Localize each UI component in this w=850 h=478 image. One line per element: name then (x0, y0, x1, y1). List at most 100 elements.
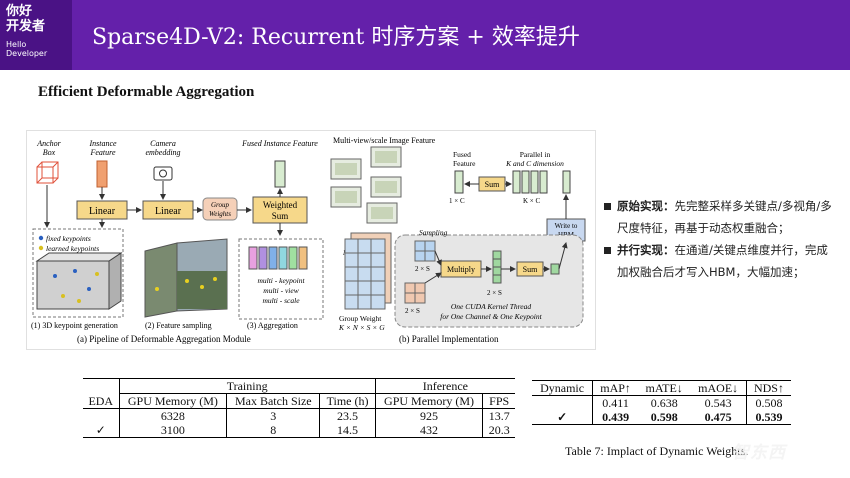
bullet-key: 并行实现： (617, 243, 675, 257)
weighted-sum-box (252, 196, 308, 224)
column-header: GPU Memory (M) (118, 393, 227, 409)
bullet-text: 在通道/关键点维度并行，完成加权融合后才写入HBM，大幅加速； (617, 243, 828, 279)
instance-feature-label-1: Instance (88, 139, 117, 148)
one-by-c-label: 1 × C (449, 197, 465, 205)
fused-feature-bar (454, 170, 464, 194)
bullet-square-icon (604, 203, 611, 210)
table-cell (83, 379, 119, 394)
sub-caption-2: (2) Feature sampling (145, 321, 212, 330)
group-weight-label-2: K × N × S × G (338, 323, 385, 332)
aggregation-region (238, 238, 324, 320)
bullet-text: 先完整采样多关键点/多视角/多尺度特征，再基于动态权重融合； (617, 199, 832, 235)
feature-cubes (248, 246, 308, 270)
parallel-label-2: K and C dimension (505, 159, 564, 168)
3d-box-drawing (35, 252, 123, 310)
column-header: mAP↑ (592, 380, 638, 396)
table-cell: 8 (226, 423, 320, 438)
two-s-label-b: 2 × S (405, 307, 420, 315)
image-feature-maps (330, 146, 402, 224)
sub-caption-1: (1) 3D keypoint generation (31, 321, 118, 330)
table-cell: 3 (226, 408, 320, 423)
table-cell: 3100 (118, 423, 227, 438)
bullet-list: 原始实现：先完整采样多关键点/多视角/多尺度特征，再基于动态权重融合； 并行实现… (604, 195, 839, 283)
table-cell: 0.638 (650, 396, 678, 410)
table-cell: 20.3 (482, 423, 515, 438)
caption-a: (a) Pipeline of Deformable Aggregation M… (77, 334, 251, 344)
table-cell: ✓ (557, 410, 568, 424)
table-cell: ✓ (95, 423, 106, 437)
cuda-thread-region (394, 234, 584, 328)
logo-line4: Developer (6, 49, 48, 58)
table-cell (532, 396, 593, 411)
instance-feature-label-2: Feature (89, 148, 115, 157)
weighted-sum-label-2: Sum (272, 211, 289, 221)
cuda-label-2: for One Channel & One Keypoint (440, 312, 542, 321)
group-weights-box (202, 197, 238, 221)
group-header-training: Training (118, 378, 376, 394)
column-header: Max Batch Size (226, 393, 320, 409)
column-header: FPS (482, 393, 515, 409)
linear-box-1-label: Linear (89, 206, 116, 217)
figure-svg: Anchor Box Instance Feature Camera embed… (31, 136, 586, 344)
table-row: ✓ 0.439 0.598 0.475 0.539 (532, 410, 791, 425)
logo-line3: Hello (6, 40, 27, 49)
anchor-box-label-1: Anchor (36, 139, 61, 148)
k-by-c-label: K × C (523, 197, 541, 205)
table-cell: 13.7 (482, 408, 515, 423)
fused-instance-bar (274, 160, 286, 188)
multi-keypoint-label: multi - keypoint (257, 276, 305, 285)
table-cell (83, 409, 119, 424)
column-header: Time (h) (319, 393, 376, 409)
eda-table: Training Inference EDA GPU Memory (M) Ma… (83, 378, 515, 438)
sampling-grid-a (414, 240, 436, 262)
column-header: mATE↓ (645, 381, 683, 395)
table-cell: 6328 (118, 408, 227, 423)
fused-feature-label-2: Feature (453, 159, 476, 168)
table-row: ✓ 3100 8 14.5 432 20.3 (83, 423, 515, 438)
group-header-inference: Inference (374, 378, 515, 394)
multiply-label: Multiply (447, 265, 475, 274)
learned-keypoints-label: learned keypoints (46, 244, 99, 253)
bullet-original: 原始实现：先完整采样多关键点/多视角/多尺度特征，再基于动态权重融合； (604, 195, 839, 239)
column-header: EDA (88, 393, 114, 408)
group-weight-tensor (344, 232, 392, 310)
group-weights-label-1: Group (211, 201, 230, 209)
caption-b: (b) Parallel Implementation (399, 334, 499, 344)
column-header: mAOE↓ (698, 381, 739, 395)
sum-box-2-label: Sum (523, 265, 538, 274)
keypoint-region (32, 228, 124, 318)
write-to-hbm-label-1: Write to (555, 222, 578, 230)
table-cell: 925 (374, 408, 483, 423)
table-cell: 23.5 (319, 408, 376, 423)
table-cell: 14.5 (319, 423, 376, 438)
section-title: Efficient Deformable Aggregation (38, 84, 255, 100)
column-header: Dynamic (540, 381, 585, 395)
cuda-label-1: One CUDA Kernel Thread (451, 302, 531, 311)
architecture-figure: Anchor Box Instance Feature Camera embed… (26, 130, 596, 350)
table-row: 6328 3 23.5 925 13.7 (83, 408, 515, 424)
linear-box-2-label: Linear (155, 206, 182, 217)
two-s-label-c: 2 × S (487, 289, 502, 297)
table-cell: 0.508 (745, 395, 791, 410)
group-weight-label-1: Group Weight (339, 314, 382, 323)
dynamic-weights-table: Dynamic mAP↑ mATE↓ mAOE↓ NDS↑ 0.411 0.63… (532, 380, 791, 425)
weighted-sum-label-1: Weighted (263, 200, 298, 210)
fused-instance-label: Fused Instance Feature (241, 139, 318, 148)
column-header: GPU Memory (M) (374, 393, 483, 409)
bullet-square-icon (604, 247, 611, 254)
sampling-label: Sampling (419, 228, 448, 237)
sampling-grid-b (404, 282, 426, 304)
group-weights-label-2: Weights (209, 210, 231, 218)
hello-developer-logo: 你好 开发者 Hello Developer (0, 0, 72, 70)
table-cell: 432 (374, 423, 483, 438)
bullet-key: 原始实现： (617, 199, 675, 213)
instance-feature-bar (96, 160, 108, 188)
sum-box-1-label: Sum (485, 180, 500, 189)
camera-embedding-label-2: embedding (145, 148, 180, 157)
k-by-c-bars (512, 170, 571, 194)
header-bar: 你好 开发者 Hello Developer Sparse4D-V2: Recu… (0, 0, 850, 70)
two-s-label-a: 2 × S (415, 265, 430, 273)
camera-icon (153, 166, 173, 181)
logo-line1: 你好 (6, 4, 33, 19)
fused-feature-label-1: Fused (453, 150, 471, 159)
